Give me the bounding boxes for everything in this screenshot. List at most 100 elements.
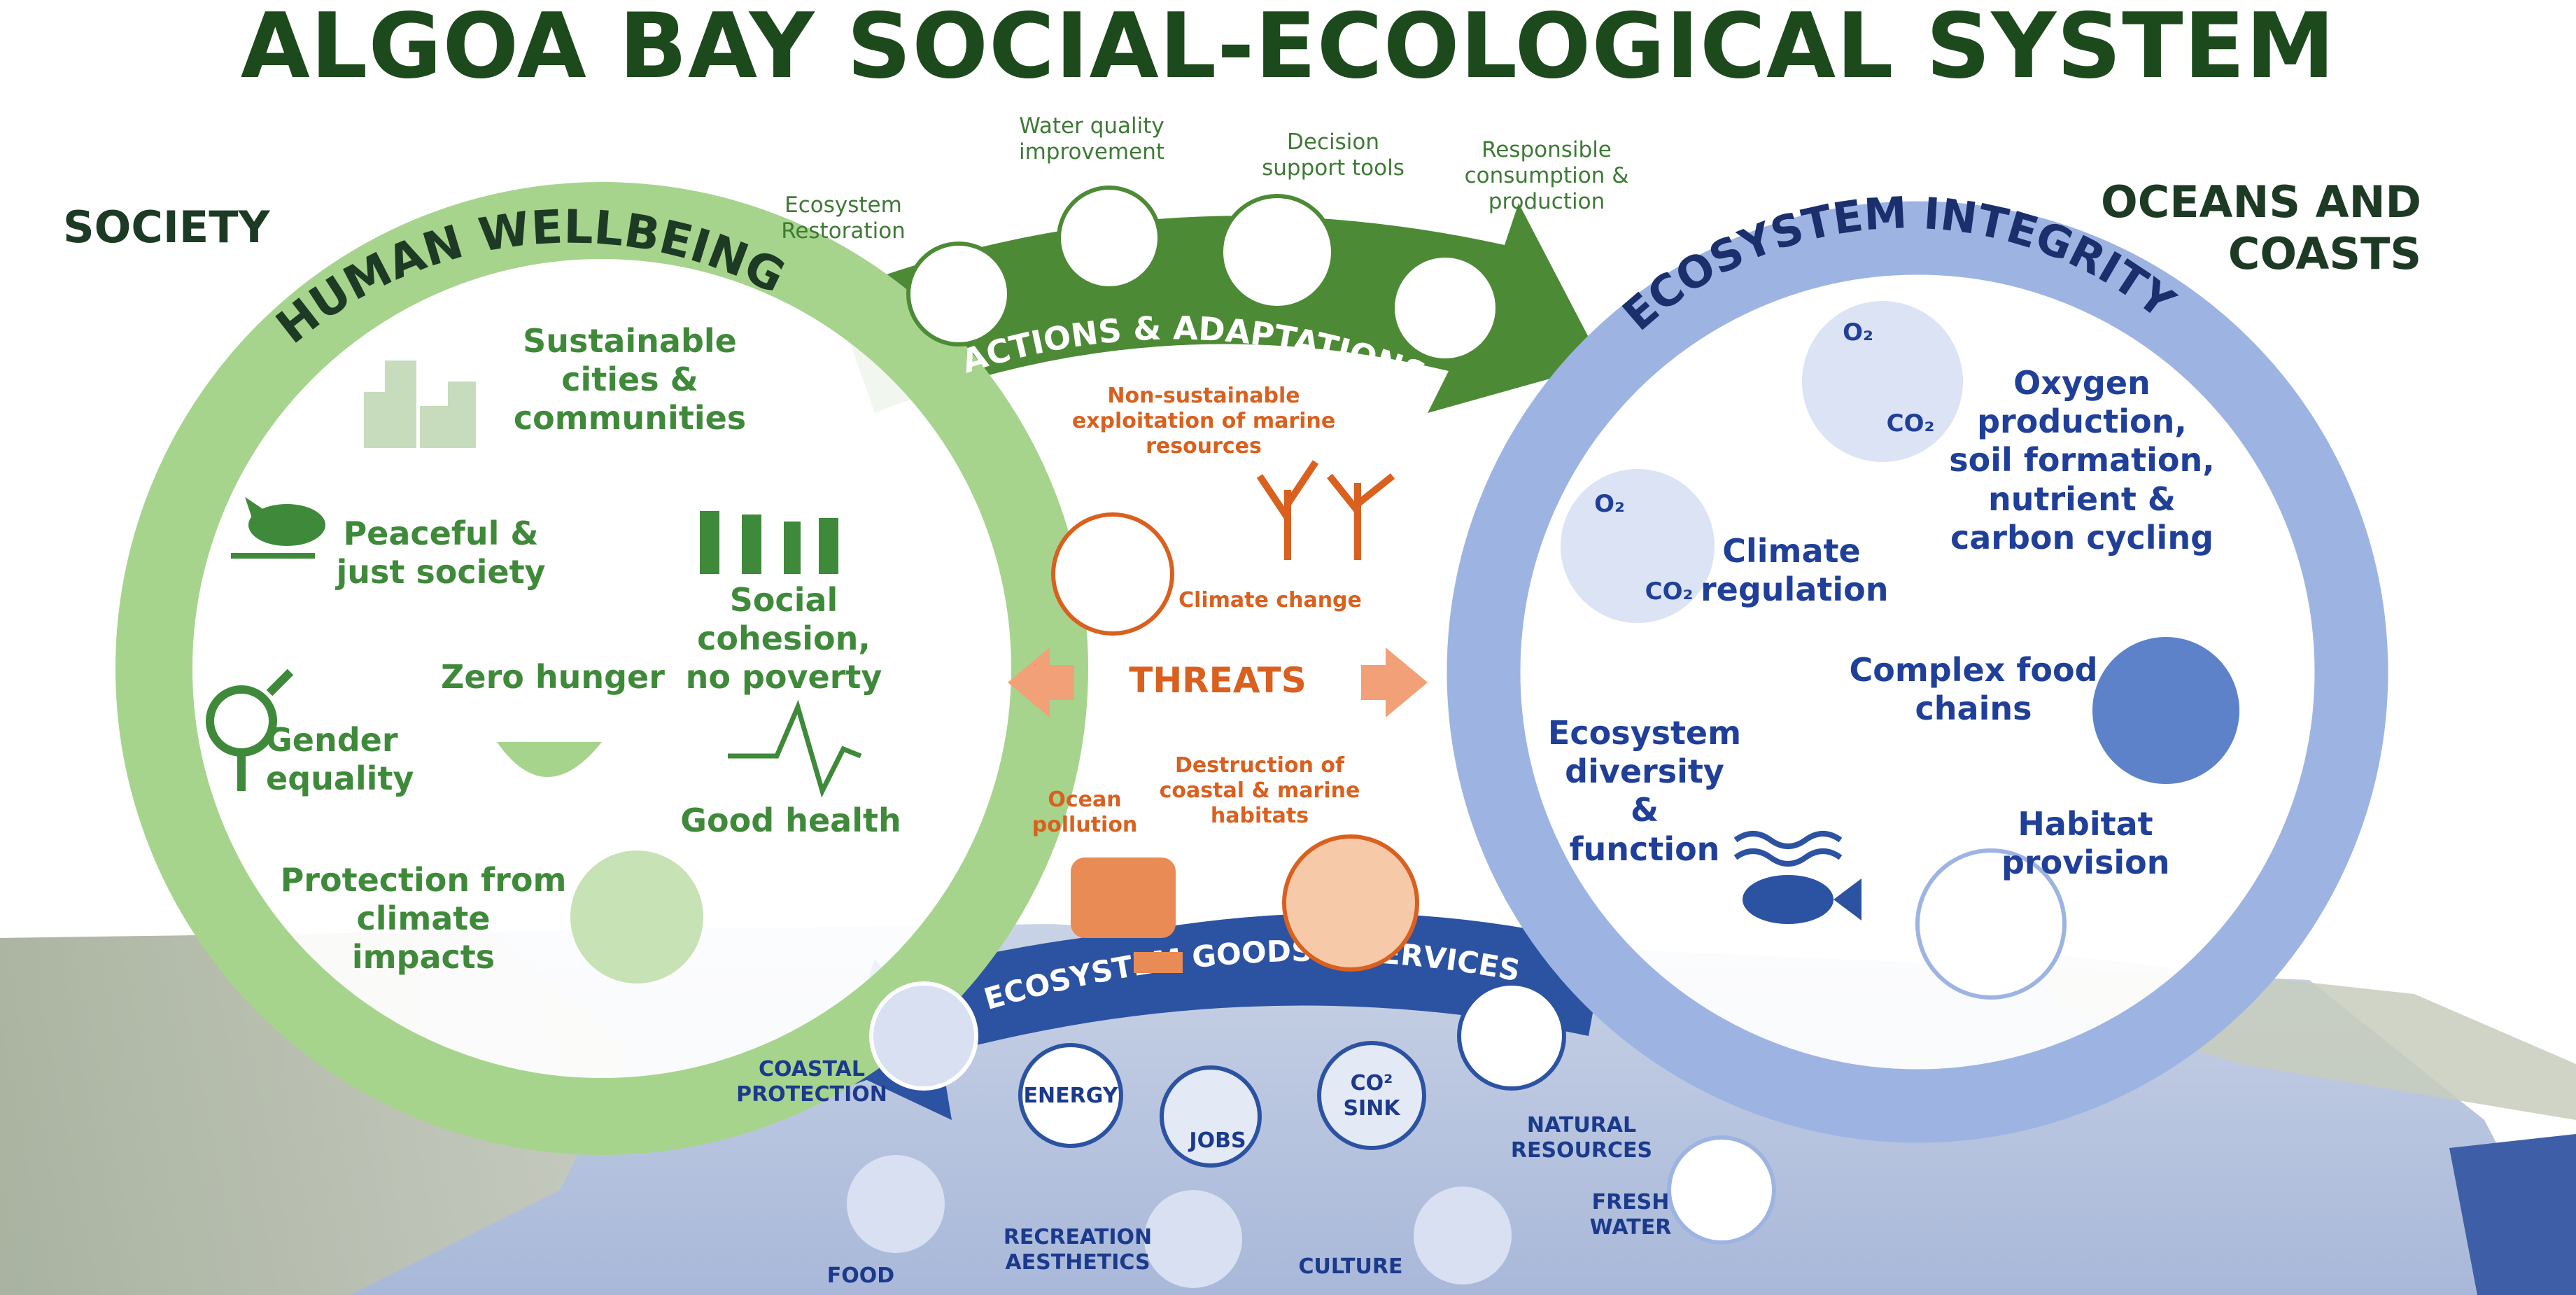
actions-arrow: [833, 203, 1603, 413]
culture-icon: [1414, 1186, 1512, 1284]
action-item-1: Restoration: [781, 218, 906, 244]
ei-item-7: Complex food: [1849, 651, 2098, 689]
ei-item-6: regulation: [1701, 570, 1889, 609]
family-icon: [700, 511, 838, 574]
action-item-6: Responsible: [1481, 137, 1612, 162]
ei-item-12: Habitat: [2018, 805, 2153, 843]
goods-item-7: RESOURCES: [1510, 1138, 1653, 1163]
ei-item-0: Oxygen: [2013, 364, 2151, 402]
hw-social-cohesion: Social cohesion, no poverty: [644, 581, 924, 697]
action-item-4: Decision: [1287, 130, 1379, 155]
oil-barrel-icon: [1071, 858, 1176, 938]
action-item-7: consumption &: [1464, 163, 1629, 189]
threat-item-1: exploitation of marine: [1071, 409, 1336, 433]
ei-item-3: nutrient &: [1987, 479, 2176, 518]
oceans-label: OCEANS AND COASTS: [2085, 176, 2421, 280]
hw-item-9: equality: [266, 760, 414, 798]
heartbeat-icon: [728, 699, 862, 798]
hw-gender-equality: Gender equality: [266, 721, 420, 798]
climate-regulation-icon: [1561, 469, 1715, 623]
recreation-icon: [1144, 1190, 1242, 1288]
energy-icon: [1018, 1043, 1123, 1148]
climate-change-icon: [1051, 512, 1174, 636]
threat-item-0: Non-sustainable: [1107, 384, 1300, 408]
hw-item-3: Peaceful &: [343, 514, 539, 552]
hw-item-0: Sustainable: [523, 322, 737, 360]
action-decision-support: Decision support tools: [1246, 130, 1421, 181]
hw-good-health: Good health: [680, 802, 901, 839]
coastal-protection-icon: [869, 981, 978, 1091]
goods-item-13: WATER: [1589, 1215, 1672, 1240]
coral-icon: [1256, 460, 1395, 560]
heron-icon: [906, 241, 1011, 346]
ei-complex-food-chains: Complex food chains: [1834, 651, 2113, 728]
fish-icon: [1743, 875, 1861, 924]
ei-item-2: soil formation,: [1949, 441, 2215, 479]
goods-coastal-protection: COASTAL PROTECTION: [728, 1057, 896, 1107]
ei-climate-regulation: Climate regulation: [1701, 532, 1889, 609]
hw-item-2: communities: [513, 399, 747, 438]
hw-item-6: no poverty: [685, 658, 882, 696]
goods-item-4: CO²: [1350, 1071, 1393, 1096]
natural-resources-icon: [1457, 981, 1566, 1091]
ei-item-1: production,: [1977, 402, 2187, 441]
threat-item-2: resources: [1146, 434, 1262, 458]
ecosystem-integrity-ring: [1447, 201, 2388, 1143]
ei-oxygen-production: Oxygen production, soil formation, nutri…: [1945, 364, 2218, 557]
threats-title: THREATS: [1129, 660, 1307, 701]
goods-co2-sink: CO² SINK: [1330, 1071, 1414, 1121]
co2-sink-icon: [1317, 1041, 1426, 1150]
goods-item-9: RECREATION: [1003, 1225, 1153, 1250]
co2-label-1: CO₂: [1886, 410, 1935, 438]
hw-peaceful-society: Peaceful & just society: [329, 514, 553, 592]
goods-energy: ENERGY: [1023, 1084, 1118, 1108]
threat-item-7: coastal & marine: [1159, 778, 1360, 803]
goods-recreation: RECREATION AESTHETICS: [994, 1225, 1162, 1275]
city-icon: [364, 360, 476, 448]
dove-icon: [231, 497, 325, 559]
ei-item-11: function: [1569, 830, 1720, 868]
house-climate-icon: [570, 850, 703, 983]
habitat-destruction-icon: [1282, 834, 1419, 972]
hw-item-8: Gender: [266, 721, 398, 759]
ei-habitat-provision: Habitat provision: [2001, 805, 2169, 882]
ei-item-8: chains: [1915, 690, 2032, 728]
action-responsible-consumption: Responsible consumption & production: [1449, 137, 1645, 216]
habitat-icon: [1915, 848, 2067, 1000]
goods-jobs: JOBS: [1189, 1128, 1246, 1153]
action-item-8: production: [1488, 189, 1605, 215]
waves-icon: [1733, 831, 1843, 867]
action-item-0: Ecosystem: [784, 192, 902, 218]
oceans-label-line1: OCEANS AND: [2100, 176, 2421, 227]
goods-item-10: AESTHETICS: [1005, 1250, 1150, 1275]
goods-item-12: FRESH: [1591, 1190, 1670, 1214]
society-label: SOCIETY: [63, 202, 270, 253]
hw-item-5: Social cohesion,: [697, 581, 871, 658]
action-ecosystem-restoration: Ecosystem Restoration: [763, 192, 924, 244]
action-item-3: improvement: [1018, 139, 1164, 165]
action-item-2: Water quality: [1019, 113, 1164, 139]
threat-item-4: Ocean: [1048, 788, 1122, 812]
o2-label-1: O₂: [1843, 318, 1873, 346]
hw-item-11: Protection from: [280, 861, 567, 899]
threat-item-6: Destruction of: [1174, 753, 1345, 778]
food-icon: [847, 1155, 945, 1253]
ei-item-9: Ecosystem: [1547, 714, 1742, 752]
goods-natural-resources: NATURAL RESOURCES: [1498, 1113, 1666, 1163]
oxygen-cycle-icon: [1802, 301, 1963, 462]
goods-item-5: SINK: [1343, 1096, 1400, 1121]
threat-non-sustainable: Non-sustainable exploitation of marine r…: [1050, 384, 1358, 459]
threat-destruction-habitats: Destruction of coastal & marine habitats: [1148, 753, 1372, 829]
o2-label-2: O₂: [1594, 490, 1625, 518]
ei-item-4: carbon cycling: [1950, 518, 2214, 556]
hw-item-12: climate impacts: [351, 899, 495, 976]
threat-item-5: pollution: [1032, 813, 1138, 837]
bowl-icon: [497, 742, 602, 777]
threat-arrow-left: [1008, 648, 1074, 718]
page-title: ALGOA BAY SOCIAL-ECOLOGICAL SYSTEM: [240, 0, 2336, 99]
goods-item-6: NATURAL: [1526, 1113, 1637, 1138]
threat-item-8: habitats: [1210, 804, 1309, 828]
ei-item-10: diversity &: [1565, 752, 1724, 830]
jobs-icon: [1160, 1065, 1262, 1168]
